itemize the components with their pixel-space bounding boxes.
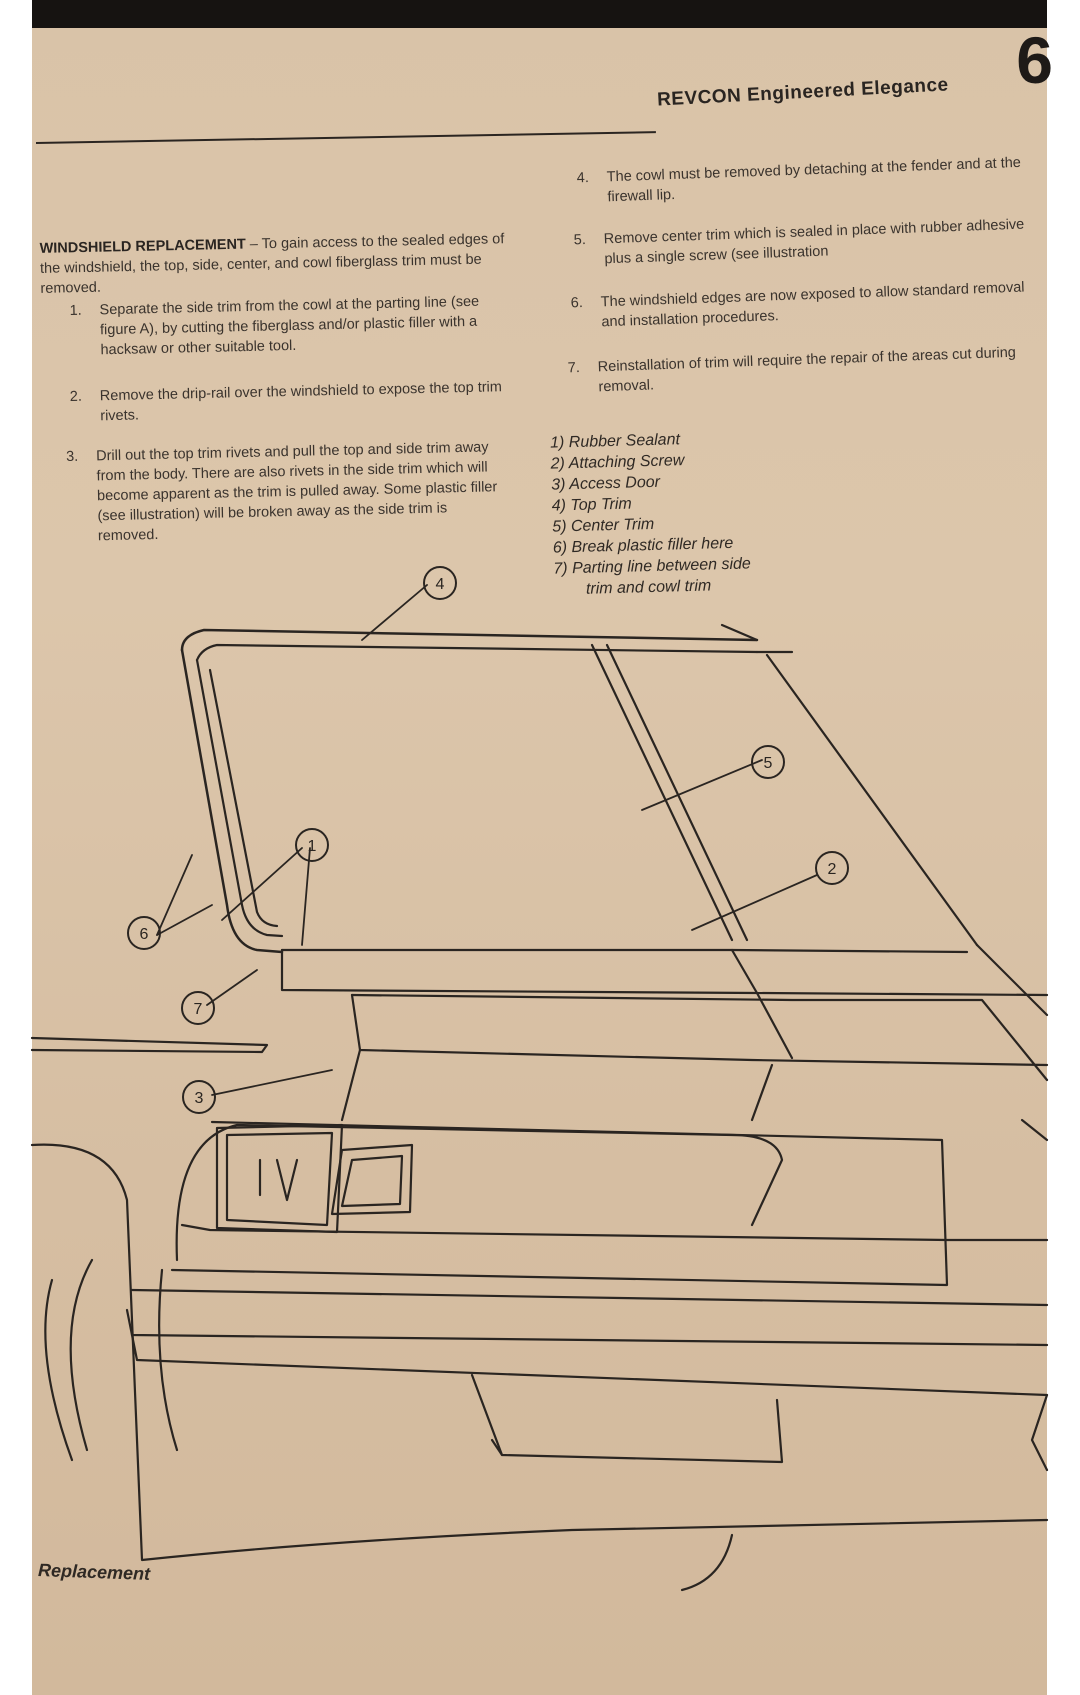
- callout-number: 2: [828, 861, 837, 878]
- callout-6: 6: [127, 916, 161, 950]
- page-number: 6: [1016, 23, 1053, 97]
- callout-3: 3: [182, 1080, 216, 1114]
- windshield-illustration: 4 1 5 2 6 7 3: [30, 566, 1049, 1592]
- callout-number: 5: [764, 755, 773, 772]
- callout-number: 7: [194, 1001, 203, 1018]
- callout-number: 4: [436, 576, 445, 593]
- access-door: [170, 1120, 1049, 1287]
- callout-1: 1: [295, 828, 329, 862]
- scan-top-border: [32, 0, 1047, 28]
- windshield-frame: [180, 623, 794, 954]
- footer-label: Replacement: [37, 1560, 151, 1584]
- parting-line: [30, 1036, 269, 1054]
- callout-number: 1: [308, 838, 317, 855]
- manual-page: 6 REVCON Engineered Elegance WINDSHIELD …: [30, 0, 1053, 1695]
- center-pillar: [590, 643, 1049, 1017]
- callout-7: 7: [181, 991, 215, 1025]
- callout-number: 6: [140, 926, 149, 943]
- callout-leaders: [156, 584, 818, 1096]
- cowl-panels: [280, 948, 1049, 1142]
- callout-number: 3: [195, 1090, 204, 1107]
- hood-lines: [30, 1143, 1049, 1592]
- callout-5: 5: [751, 745, 785, 779]
- callout-2: 2: [815, 851, 849, 885]
- callout-4: 4: [423, 566, 457, 600]
